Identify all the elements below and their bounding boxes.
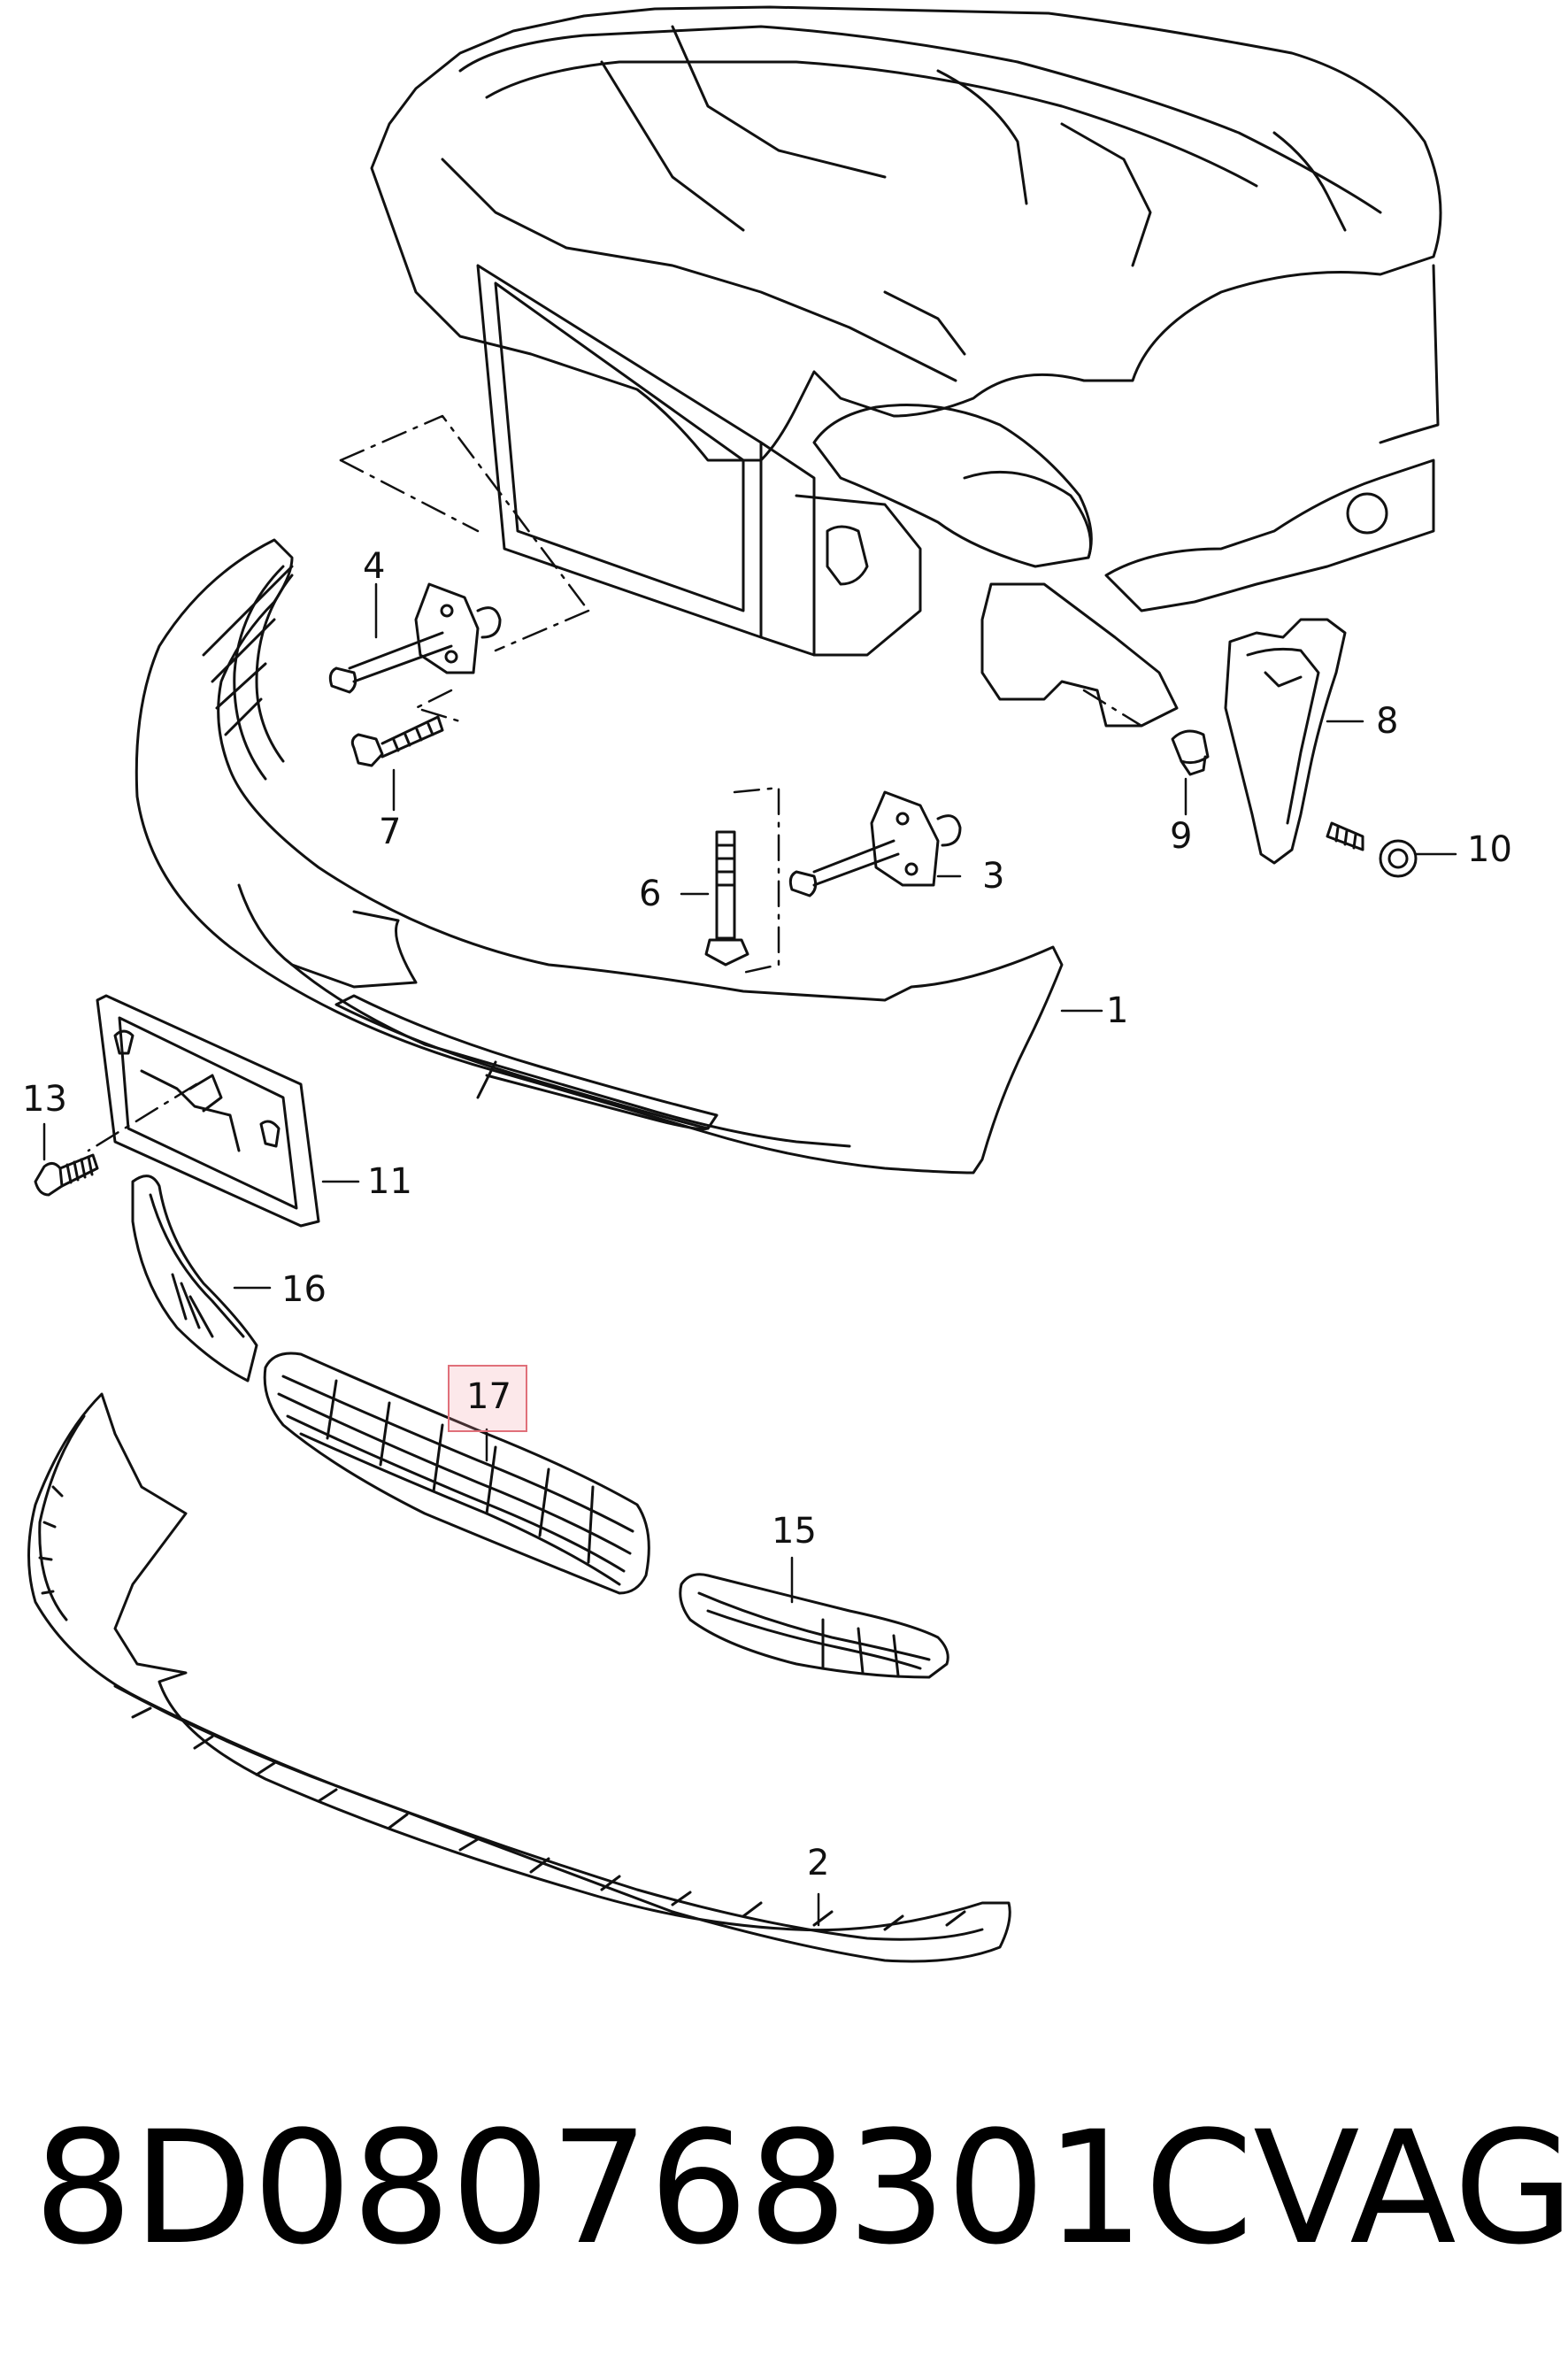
callout-3: 3: [982, 856, 1005, 897]
bolt-7: [350, 715, 444, 767]
callout-13: 13: [22, 1079, 67, 1120]
side-bracket-8: [1224, 618, 1347, 865]
callout-17: 17: [466, 1376, 511, 1417]
callout-2: 2: [807, 1843, 830, 1883]
callout-11: 11: [367, 1161, 412, 1202]
clip-9: [1171, 729, 1210, 776]
callout-6: 6: [639, 874, 662, 914]
callout-16: 16: [281, 1269, 327, 1310]
bracket-3: [788, 790, 962, 897]
callout-4: 4: [363, 546, 386, 587]
part-number-caption: 8D080768301C VAG: [34, 2098, 1568, 2288]
callout-15: 15: [772, 1511, 817, 1552]
callout-10: 10: [1467, 829, 1512, 870]
screw-10: [1326, 821, 1418, 878]
callout-1: 1: [1106, 990, 1129, 1031]
part-number: 8D080768301C: [34, 2098, 1254, 2279]
callout-7: 7: [379, 812, 402, 852]
car-body-front-structure: [370, 5, 1442, 728]
bumper-cover: [135, 538, 1064, 1175]
side-grille-right: [679, 1573, 949, 1679]
screw-13: [34, 1153, 99, 1197]
leader-lines: [42, 582, 1457, 1927]
side-grille-left: [131, 1175, 258, 1383]
centre-grille: [263, 1352, 650, 1595]
callout-8: 8: [1376, 701, 1399, 742]
brand-name: VAG: [1253, 2098, 1568, 2279]
lower-spoiler: [27, 1392, 1011, 1963]
licence-plate-holder: [96, 994, 320, 1228]
bracket-4: [328, 582, 502, 694]
bolt-6: [704, 830, 749, 967]
reference-lines: [87, 414, 1143, 1152]
callout-17-highlight: [448, 1365, 527, 1432]
callout-9: 9: [1170, 816, 1193, 857]
